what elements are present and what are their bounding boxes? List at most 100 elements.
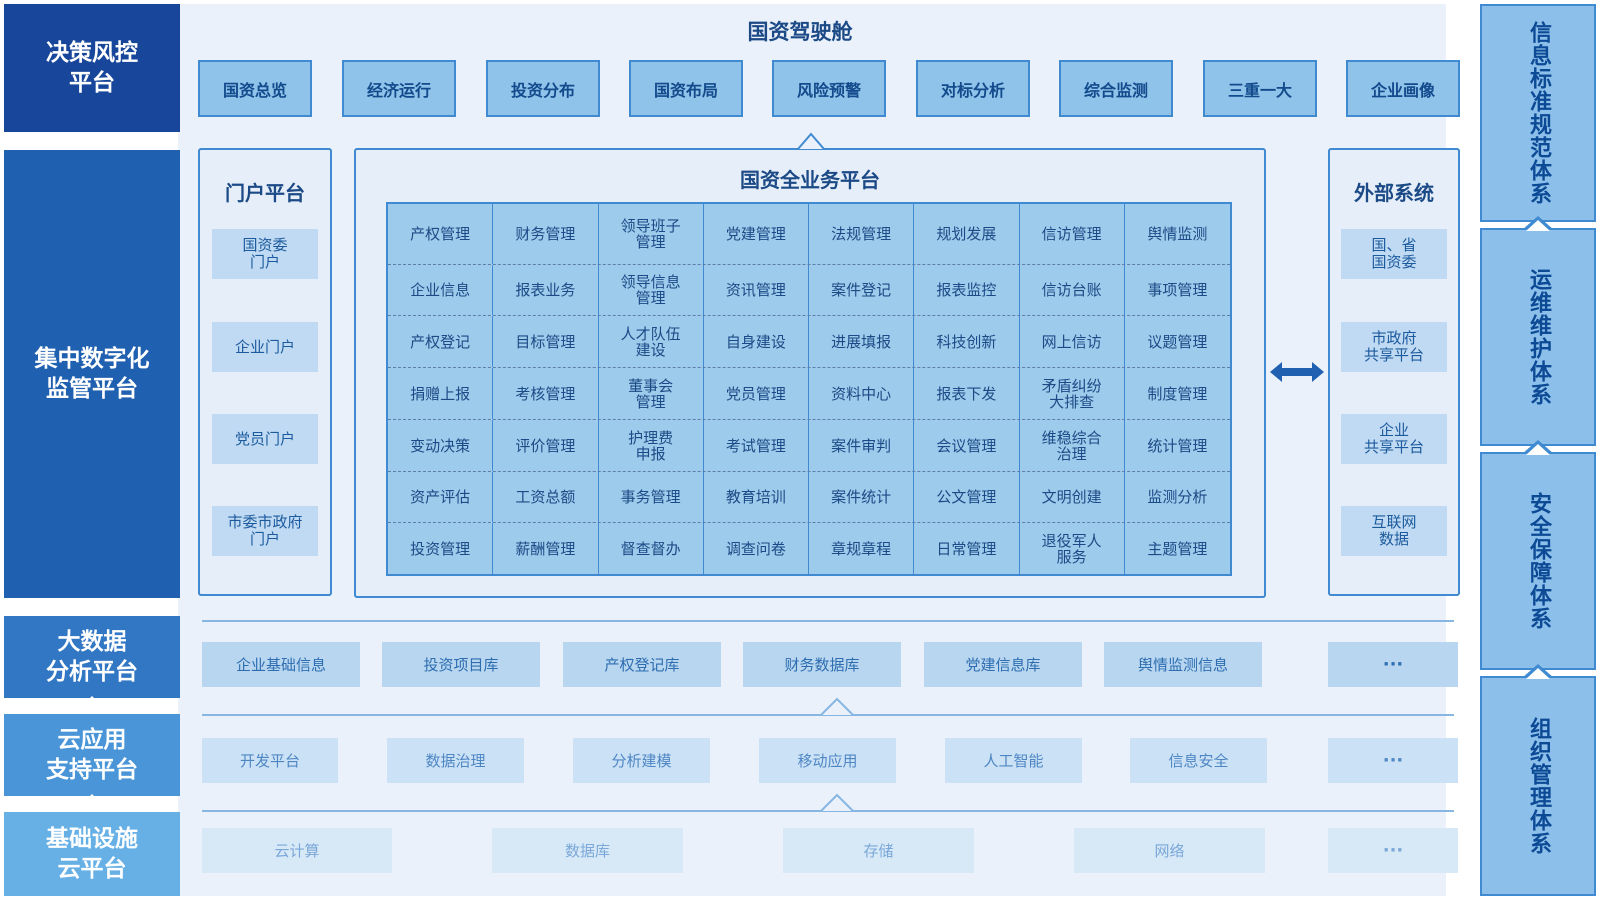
business-cell[interactable]: 工资总额 (493, 472, 599, 522)
business-cell[interactable]: 教育培训 (704, 472, 809, 522)
cloud-item[interactable]: 信息安全 (1130, 738, 1267, 783)
business-cell[interactable]: 报表监控 (914, 265, 1020, 315)
external-item[interactable]: 国、省 国资委 (1341, 229, 1447, 279)
business-cell[interactable]: 资产评估 (388, 472, 494, 522)
business-cell[interactable]: 主题管理 (1147, 539, 1208, 558)
bigdata-item[interactable]: 企业基础信息 (202, 642, 360, 687)
layer-digital-supervision: 集中数字化 监管平台 (4, 132, 180, 598)
cloud-item[interactable]: 分析建模 (573, 738, 710, 783)
layer-decision: 决策风控 平台 (4, 4, 180, 132)
cockpit-item[interactable]: 三重一大 (1203, 60, 1317, 117)
business-cell[interactable]: 矛盾纠纷 大排查 (1020, 368, 1125, 419)
infra-item[interactable]: 数据库 (492, 828, 683, 873)
business-cell[interactable]: 法规管理 (809, 204, 915, 264)
business-cell[interactable]: 董事会 管理 (599, 368, 704, 419)
cloud-item[interactable]: 人工智能 (945, 738, 1082, 783)
business-cell[interactable]: 科技创新 (914, 316, 1020, 367)
business-cell[interactable]: 案件统计 (809, 472, 915, 522)
business-cell[interactable]: 案件审判 (809, 420, 915, 471)
cockpit-item[interactable]: 企业画像 (1346, 60, 1460, 117)
infra-item[interactable]: 云计算 (202, 828, 392, 873)
business-cell[interactable]: 调查问卷 (704, 523, 809, 574)
business-cell[interactable]: 规划发展 (914, 204, 1020, 264)
cockpit-item[interactable]: 风险预警 (772, 60, 886, 117)
bigdata-item[interactable]: 舆情监测信息 (1104, 642, 1262, 687)
layer-label: 决策风控 平台 (46, 40, 138, 96)
business-cell[interactable]: 报表下发 (914, 368, 1020, 419)
business-cell[interactable]: 章规章程 (809, 523, 915, 574)
business-cell[interactable]: 报表业务 (493, 265, 599, 315)
portal-item[interactable]: 党员门户 (212, 414, 318, 464)
business-cell[interactable]: 薪酬管理 (493, 523, 599, 574)
business-cell[interactable]: 案件登记 (809, 265, 915, 315)
bigdata-item[interactable]: 党建信息库 (924, 642, 1082, 687)
business-cell[interactable]: 日常管理 (914, 523, 1020, 574)
business-cell[interactable]: 目标管理 (493, 316, 599, 367)
business-cell[interactable]: 退役军人 服务 (1020, 523, 1125, 574)
portal-item[interactable]: 国资委 门户 (212, 229, 318, 279)
business-cell[interactable]: 党建管理 (704, 204, 809, 264)
business-cell[interactable]: 财务管理 (493, 204, 599, 264)
business-cell[interactable]: 制度管理 (1147, 384, 1208, 403)
cockpit-item[interactable]: 综合监测 (1059, 60, 1173, 117)
business-cell[interactable]: 资料中心 (809, 368, 915, 419)
business-cell[interactable]: 企业信息 (388, 265, 494, 315)
business-cell[interactable]: 资讯管理 (704, 265, 809, 315)
business-cell[interactable]: 领导班子 管理 (599, 204, 704, 264)
business-cell[interactable]: 事务管理 (599, 472, 704, 522)
business-cell[interactable]: 党员管理 (704, 368, 809, 419)
infra-more[interactable]: ··· (1328, 828, 1458, 873)
business-cell[interactable]: 公文管理 (914, 472, 1020, 522)
business-cell[interactable]: 自身建设 (704, 316, 809, 367)
business-cell[interactable]: 统计管理 (1147, 436, 1208, 455)
bigdata-item[interactable]: 产权登记库 (563, 642, 721, 687)
chevron-up-icon (1522, 664, 1554, 679)
business-cell[interactable]: 监测分析 (1147, 488, 1208, 506)
portal-item[interactable]: 市委市政府 门户 (212, 506, 318, 556)
external-item[interactable]: 市政府 共享平台 (1341, 322, 1447, 372)
business-cell[interactable]: 进展填报 (809, 316, 915, 367)
business-cell[interactable]: 网上信访 (1020, 316, 1125, 367)
business-cell[interactable]: 人才队伍 建设 (599, 316, 704, 367)
infra-item[interactable]: 存储 (783, 828, 974, 873)
bigdata-item[interactable]: 投资项目库 (382, 642, 540, 687)
layer-big-data: 大数据 分析平台 (4, 598, 180, 698)
portal-item[interactable]: 企业门户 (212, 322, 318, 372)
cockpit-item[interactable]: 投资分布 (486, 60, 600, 117)
business-cell[interactable]: 产权登记 (388, 316, 494, 367)
business-cell[interactable]: 事项管理 (1147, 281, 1208, 299)
business-cell[interactable]: 督查督办 (599, 523, 704, 574)
business-cell[interactable]: 会议管理 (914, 420, 1020, 471)
cockpit-item[interactable]: 国资总览 (198, 60, 312, 117)
business-cell[interactable]: 领导信息 管理 (599, 265, 704, 315)
business-cell[interactable]: 信访台账 (1020, 265, 1125, 315)
cloud-item[interactable]: 移动应用 (759, 738, 896, 783)
business-cell[interactable]: 护理费 申报 (599, 420, 704, 471)
business-cell[interactable]: 变动决策 (388, 420, 494, 471)
external-item[interactable]: 互联网 数据 (1341, 506, 1447, 556)
cloud-item[interactable]: 开发平台 (202, 738, 338, 783)
cockpit-item[interactable]: 对标分析 (916, 60, 1030, 117)
business-cell[interactable]: 考试管理 (704, 420, 809, 471)
business-grid: 产权管理财务管理领导班子 管理党建管理法规管理规划发展信访管理舆情监测企业信息报… (386, 202, 1232, 576)
infra-item[interactable]: 网络 (1074, 828, 1265, 873)
business-cell[interactable]: 产权管理 (388, 204, 494, 264)
business-cell[interactable]: 议题管理 (1147, 332, 1208, 351)
bigdata-more[interactable]: ··· (1328, 642, 1458, 687)
business-cell[interactable]: 维稳综合 治理 (1020, 420, 1125, 471)
cockpit-item[interactable]: 国资布局 (629, 60, 743, 117)
external-item[interactable]: 企业 共享平台 (1341, 414, 1447, 464)
business-cell[interactable]: 考核管理 (493, 368, 599, 419)
business-cell[interactable]: 信访管理 (1020, 204, 1125, 264)
cockpit-item[interactable]: 经济运行 (342, 60, 456, 117)
chevron-up-icon (1522, 440, 1554, 455)
business-cell[interactable]: 捐赠上报 (388, 368, 494, 419)
business-cell[interactable]: 舆情监测 (1147, 225, 1208, 243)
business-cell[interactable]: 文明创建 (1020, 472, 1125, 522)
business-cell[interactable]: 评价管理 (493, 420, 599, 471)
bigdata-item[interactable]: 财务数据库 (743, 642, 901, 687)
divider (202, 620, 1454, 622)
cloud-more[interactable]: ··· (1328, 738, 1458, 783)
cloud-item[interactable]: 数据治理 (387, 738, 524, 783)
business-cell[interactable]: 投资管理 (388, 523, 494, 574)
